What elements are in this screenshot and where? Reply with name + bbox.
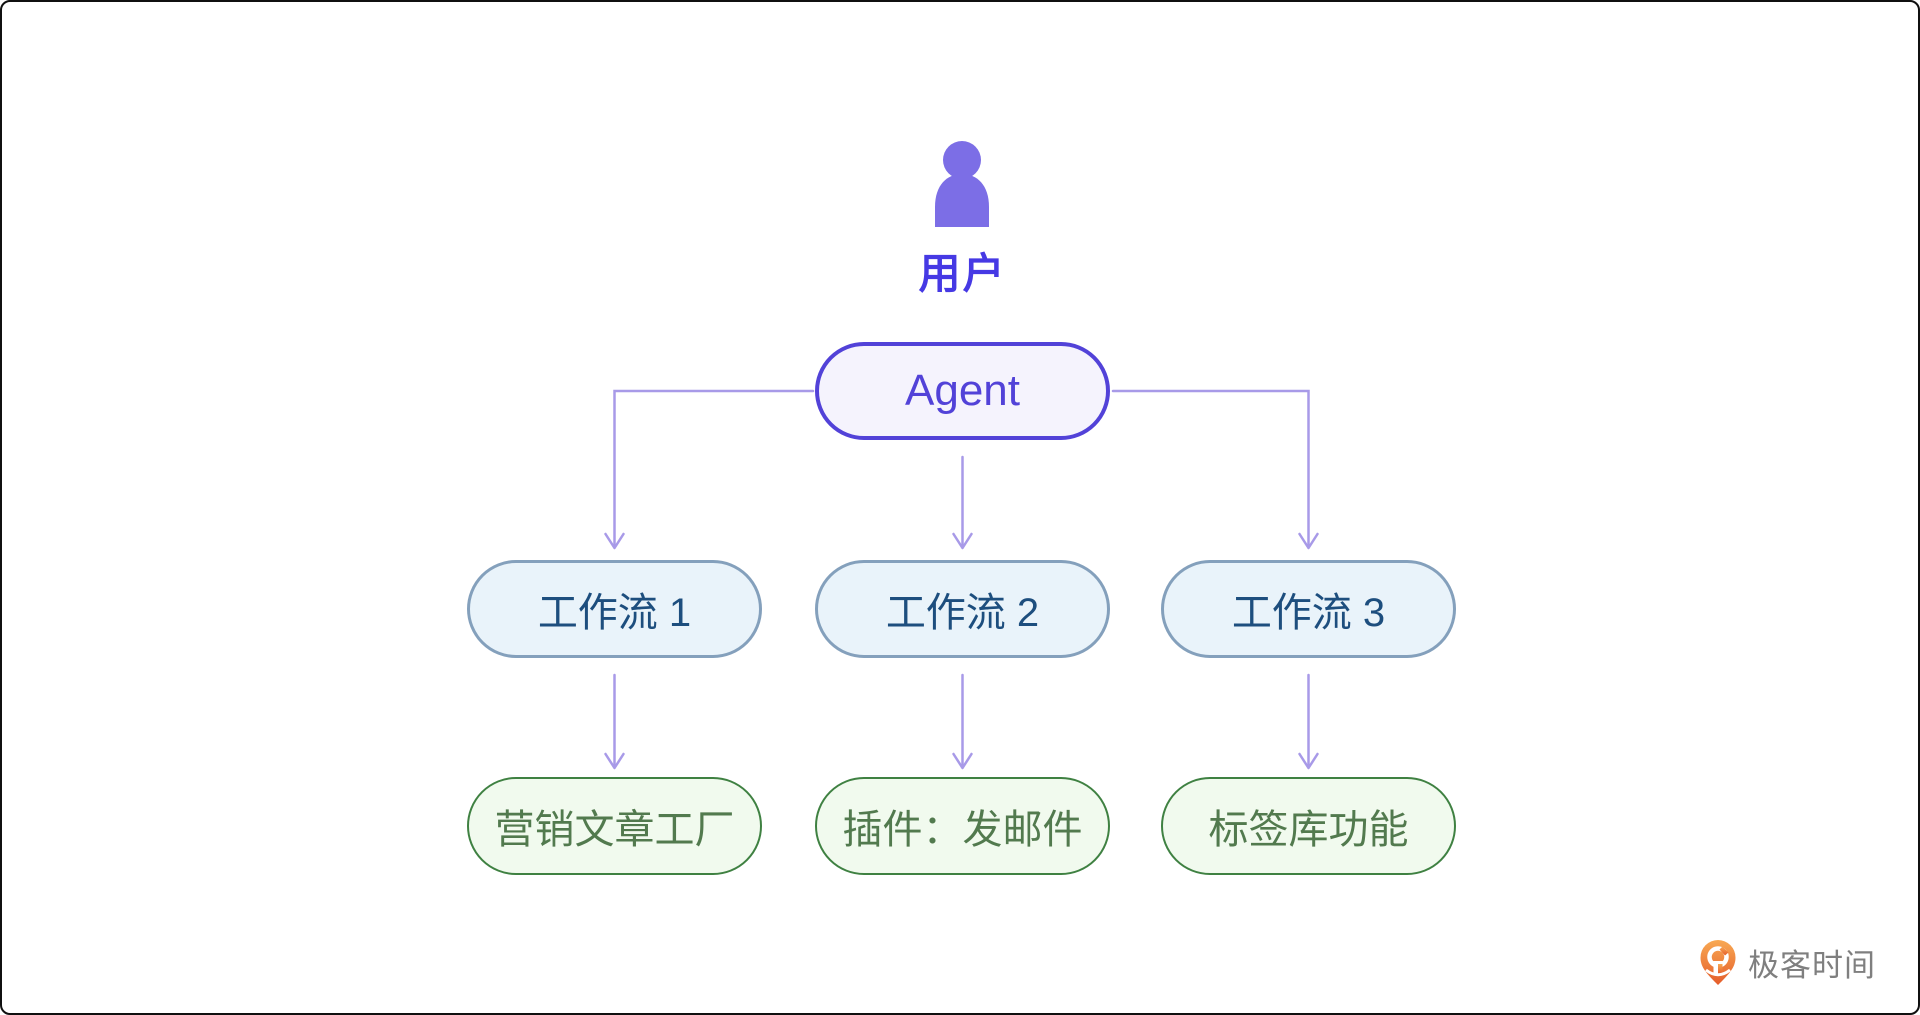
user-icon [935,141,989,227]
connector-agent-to-workflow-1 [613,389,815,548]
node-output-1-label: 营销文章工厂 [494,808,735,852]
connector-agent-to-workflow-3 [1111,389,1310,548]
geektime-logo-text: 极客时间 [1748,948,1876,983]
node-output-plugin-email: 插件：发邮件 [815,777,1110,875]
node-agent-label: Agent [905,366,1020,415]
node-agent: Agent [815,342,1110,440]
node-workflow-2-label: 工作流 2 [885,591,1040,635]
node-output-2-label: 插件：发邮件 [842,808,1083,852]
geektime-logo: 极客时间 [1699,939,1876,986]
node-workflow-1: 工作流 1 [467,560,762,658]
node-workflow-2: 工作流 2 [815,560,1110,658]
node-workflow-3-label: 工作流 3 [1231,591,1386,635]
user-label: 用户 [918,250,1007,297]
node-output-3-label: 标签库功能 [1208,808,1409,852]
node-output-tag-library: 标签库功能 [1161,777,1456,875]
geektime-logo-icon [1700,940,1736,985]
node-workflow-3: 工作流 3 [1161,560,1456,658]
node-output-marketing-factory: 营销文章工厂 [467,777,762,875]
node-workflow-1-label: 工作流 1 [537,591,692,635]
